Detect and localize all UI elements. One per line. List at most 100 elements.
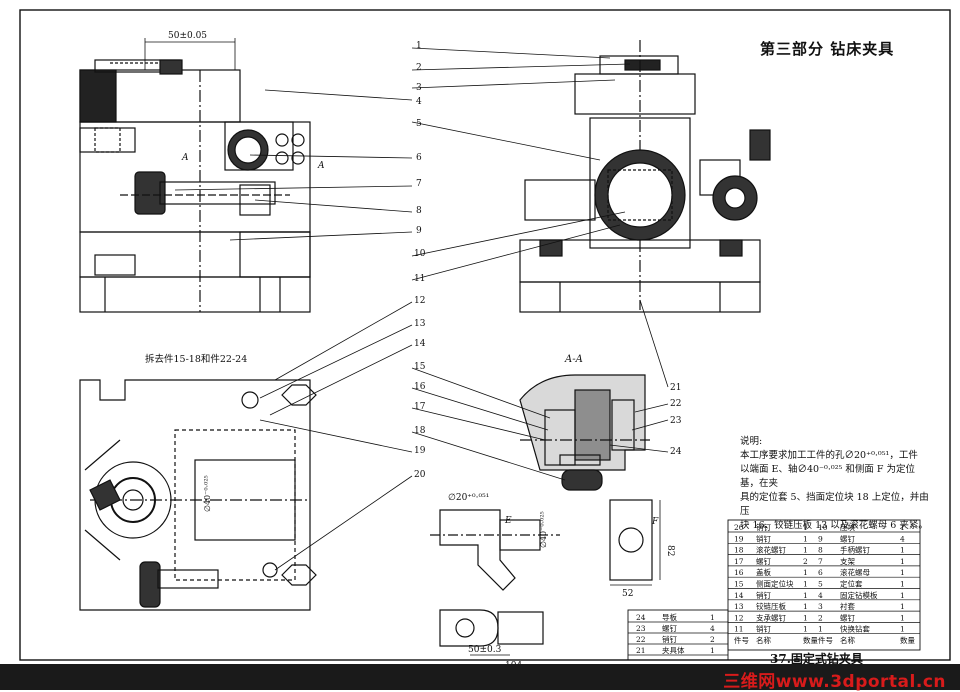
section-a-a — [519, 374, 650, 491]
bom-cell: 20 — [734, 523, 744, 532]
section-marker-left: A — [181, 153, 189, 163]
bom-cell: 1 — [900, 546, 905, 555]
balloon-21: 21 — [670, 383, 681, 393]
bom-cell: 5 — [818, 580, 823, 589]
balloon-18: 18 — [414, 426, 426, 436]
bom-cell: 1 — [818, 625, 823, 634]
bom-cell: 销钉 — [756, 590, 771, 600]
balloon-16: 16 — [414, 382, 426, 392]
balloon-11: 11 — [414, 274, 425, 284]
remove-parts-label: 拆去件15-18和件22-24 — [145, 353, 247, 365]
bom-left-cell: 21 — [636, 646, 646, 655]
balloon-19: 19 — [414, 446, 426, 456]
note-line-1: 本工序要求加工工件的孔∅20⁺⁰·⁰⁵¹，工件 — [740, 450, 918, 461]
bom-cell: 螺钉 — [840, 612, 855, 622]
bom-cell: 定位套 — [840, 579, 863, 589]
bom-cell: 螺钉 — [756, 556, 771, 566]
bom-left-cell: 1 — [710, 613, 715, 622]
bom-cell: 19 — [734, 534, 744, 543]
bom-cell: 1 — [803, 613, 808, 622]
bom-cell: 滚花螺钉 — [756, 545, 786, 555]
bom-cell: 1 — [803, 534, 808, 543]
bom-header-cell: 数量 — [803, 635, 818, 645]
bom-cell: 螺钉 — [840, 533, 855, 543]
leader-lines — [174, 47, 669, 571]
bom-cell: 4 — [900, 534, 905, 543]
watermark-bar — [0, 664, 960, 690]
side-view — [519, 40, 771, 313]
bom-cell: 1 — [900, 625, 905, 634]
bom-cell: 铰链压板 — [756, 601, 786, 611]
bom-cell: 2 — [818, 613, 823, 622]
balloon-labels: 1 2 3 4 5 6 7 8 9 10 11 12 13 14 15 16 1… — [414, 41, 682, 480]
bom-left-cell: 1 — [710, 646, 715, 655]
section-title: 第三部分 钻床夹具 — [760, 40, 895, 58]
bom-cell: 11 — [734, 625, 744, 634]
bom-cell: 17 — [734, 557, 744, 566]
bom-cell: 销钉 — [756, 522, 771, 532]
bom-left-cell: 导板 — [662, 612, 677, 622]
figure-caption: 37.固定式钻夹具 — [770, 652, 863, 666]
balloon-13: 13 — [414, 319, 426, 329]
bom-cell: 1 — [803, 580, 808, 589]
balloon-20: 20 — [414, 470, 426, 480]
bom-left-cell: 22 — [636, 635, 646, 644]
bom-cell: 1 — [803, 591, 808, 600]
bom-cell: 支架 — [840, 556, 855, 566]
note-line-4: 块 16、铰链压板 13 以及滚花螺母 6 夹紧。 — [740, 520, 928, 531]
balloon-7: 7 — [416, 179, 422, 189]
bom-cell: 13 — [734, 602, 744, 611]
bom-cell: 16 — [734, 568, 744, 577]
bom-cell: 10 — [818, 523, 828, 532]
bom-cell: 1 — [900, 591, 905, 600]
section-marker-right: A — [317, 161, 325, 171]
balloon-6: 6 — [416, 153, 422, 163]
bom-left-cell: 夹具体 — [662, 645, 685, 655]
bom-cell: 手柄螺钉 — [840, 545, 870, 555]
bom-cell: 销钉 — [756, 533, 771, 543]
bom-header-cell: 件号 — [818, 635, 833, 645]
bom-cell: 1 — [803, 625, 808, 634]
note-line-2: 以端面 E、轴∅40⁻⁰·⁰²⁵ 和侧面 F 为定位基，在夹 — [740, 464, 915, 489]
note-heading: 说明: — [740, 436, 763, 447]
bom-cell: 1 — [900, 580, 905, 589]
bom-cell: 衬套 — [840, 601, 855, 611]
balloon-17: 17 — [414, 402, 426, 412]
bom-cell: 1 — [803, 602, 808, 611]
balloon-3: 3 — [416, 83, 422, 93]
bom-cell: 1 — [803, 546, 808, 555]
bom-cell: 1 — [900, 602, 905, 611]
top-dimension: 50±0.05 — [168, 31, 207, 41]
bom-table — [627, 519, 921, 661]
bom-cell: 支承螺钉 — [756, 612, 786, 622]
bom-cell: 1 — [803, 523, 808, 532]
part-width-dim: 52 — [622, 589, 633, 599]
bom-cell: 8 — [818, 546, 823, 555]
note-line-3: 具的定位套 5、挡面定位块 18 上定位，并由压 — [740, 492, 929, 517]
balloon-15: 15 — [414, 362, 426, 372]
balloon-9: 9 — [416, 226, 422, 236]
bom-cell: 压块 — [840, 522, 855, 532]
bom-cell: 固定钻模板 — [840, 590, 878, 600]
watermark-text: 三维网www.3dportal.cn — [723, 672, 946, 692]
bom-cell: 1 — [803, 568, 808, 577]
bom-cell: 快换钻套 — [840, 624, 870, 634]
workpiece-drawing — [430, 499, 661, 661]
explanation-note: 说明: 本工序要求加工工件的孔∅20⁺⁰·⁰⁵¹，工件 以端面 E、轴∅40⁻⁰… — [740, 435, 930, 533]
bom-left-cell: 螺钉 — [662, 623, 677, 633]
bom-cell: 9 — [818, 534, 823, 543]
balloon-14: 14 — [414, 339, 426, 349]
bom-cell: 滚花螺母 — [840, 567, 870, 577]
bom-cell: 盖板 — [756, 567, 771, 577]
bom-cell: 6 — [818, 568, 823, 577]
bom-left-cell: 2 — [710, 635, 715, 644]
part-e-face: E — [504, 516, 512, 526]
bom-cell: 2 — [803, 557, 808, 566]
bom-cell: 1 — [900, 568, 905, 577]
bom-cell: 14 — [734, 591, 744, 600]
bom-left-cell: 4 — [710, 624, 715, 633]
bom-left-cell: 销钉 — [662, 634, 677, 644]
bom-header-cell: 数量 — [900, 635, 915, 645]
